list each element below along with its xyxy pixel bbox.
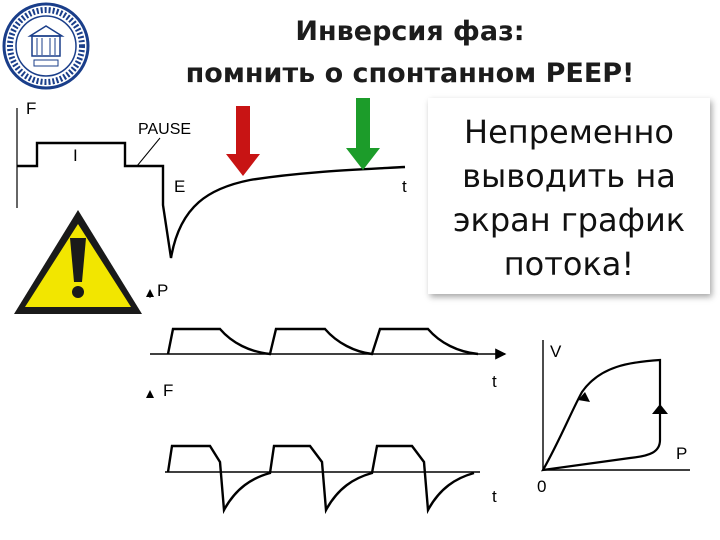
- label-f-mid: F: [163, 381, 174, 400]
- callout-line: экран график: [452, 201, 686, 239]
- label-v-loop: V: [550, 342, 562, 361]
- label-p: P: [157, 281, 169, 300]
- label-pause: PAUSE: [138, 121, 192, 138]
- pressure-waveform-middle: [166, 327, 479, 356]
- v-p-loop-curve: [540, 358, 662, 472]
- slide-title-line1: Инверсия фаз:: [295, 16, 525, 47]
- loop-arrow-left: [578, 392, 590, 402]
- label-t-top: t: [402, 177, 407, 196]
- label-zero: 0: [537, 477, 547, 496]
- callout-line: выводить на: [462, 157, 676, 195]
- slide-title-line2: помнить о спонтанном PEEP!: [185, 58, 635, 89]
- flow-waveform-bottom: [166, 444, 475, 515]
- red-arrow-icon: [226, 106, 260, 176]
- loop-arrow-right: [652, 404, 668, 414]
- label-t-mid: t: [492, 372, 497, 391]
- university-seal-icon: [2, 2, 90, 90]
- label-t-bottom: t: [492, 487, 497, 506]
- pause-pointer-line: [136, 137, 161, 167]
- green-arrow-icon: [346, 98, 380, 170]
- label-i: I: [73, 146, 78, 165]
- warning-triangle-icon: [14, 210, 142, 314]
- callout-line: потока!: [503, 245, 635, 283]
- waveform-top: [17, 141, 406, 259]
- callout-line: Непременно: [464, 113, 674, 151]
- callout-box: Непременно выводить на экран график пото…: [428, 98, 710, 294]
- label-e: E: [174, 177, 186, 196]
- label-p-loop: P: [676, 444, 688, 463]
- label-f-top: F: [26, 99, 37, 118]
